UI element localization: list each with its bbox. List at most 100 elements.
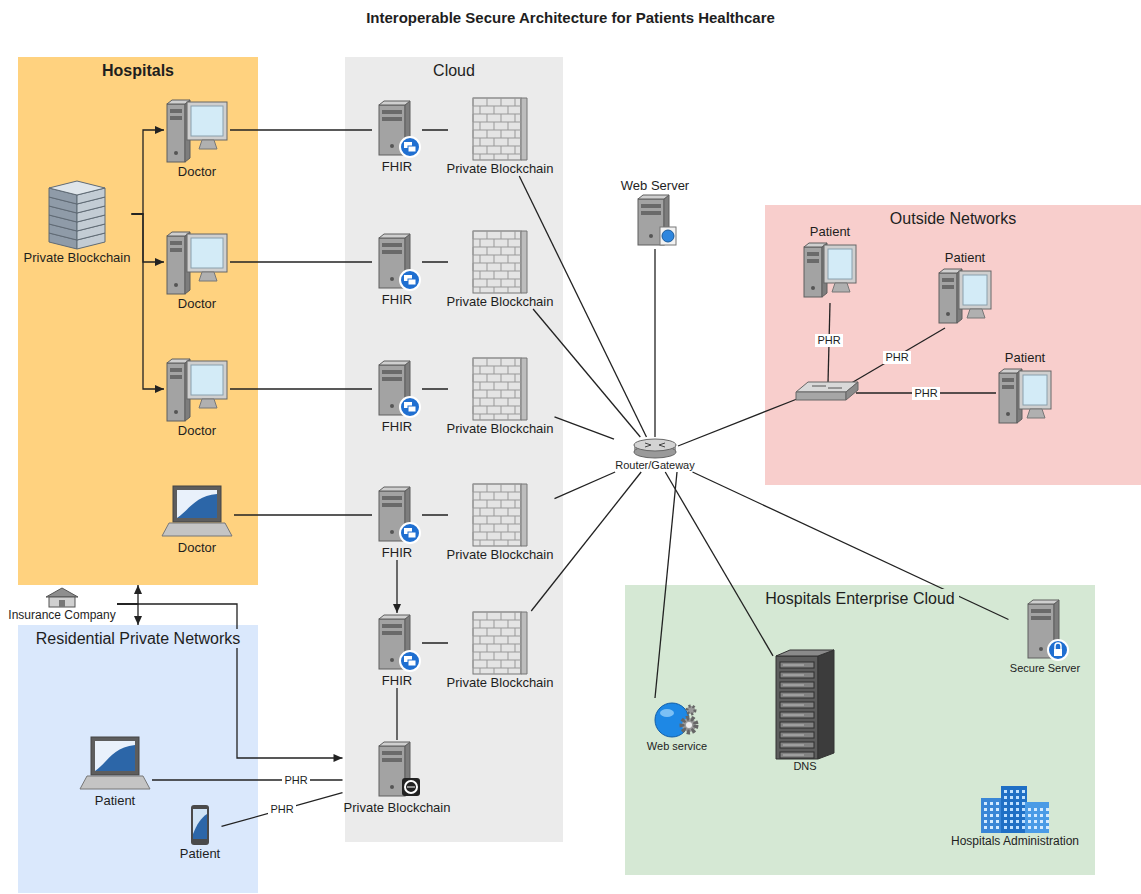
heading-row: Cloud <box>345 61 563 80</box>
heading-row: Residential Private Networks <box>18 629 258 648</box>
node-label: Web service <box>646 740 709 753</box>
connector-line <box>422 261 448 262</box>
device-node: Patient <box>801 224 859 299</box>
edge-label: PHR <box>282 774 309 787</box>
server-icon <box>373 99 421 159</box>
firewall-icon <box>472 611 528 675</box>
device-node: FHIR <box>372 232 422 307</box>
server-icon <box>373 613 421 673</box>
device-node: Patient <box>996 350 1054 425</box>
connector <box>533 309 640 437</box>
node-label: DNS <box>773 760 837 773</box>
connector-line <box>132 214 165 389</box>
desktop-icon <box>802 239 858 299</box>
connector <box>117 604 142 625</box>
device-node: Doctor <box>164 355 230 438</box>
node-label: Patient <box>936 250 994 265</box>
connector-line <box>693 472 1009 619</box>
node-label: FHIR <box>372 545 422 560</box>
device-node: Patient <box>179 804 222 861</box>
link-label: PHR <box>883 351 910 364</box>
region-band: HospitalsPrivate BlockchainDoctorDoctorD… <box>18 57 258 585</box>
device-node: Doctor <box>164 96 230 179</box>
desktop-icon <box>165 228 229 296</box>
arrow-head <box>134 585 142 594</box>
connector-line <box>396 688 397 740</box>
device-node: Router/Gateway <box>614 437 696 472</box>
device-node: FHIR <box>372 613 422 688</box>
connector-line <box>132 214 165 262</box>
firewall-icon <box>472 357 528 421</box>
connector-line <box>152 779 343 780</box>
node-label: Private Blockchain <box>343 800 452 815</box>
connector <box>393 560 401 613</box>
connector <box>234 515 372 516</box>
office-icon <box>979 784 1051 834</box>
arrow-head <box>134 616 142 625</box>
connector <box>519 176 646 437</box>
connector-line <box>665 472 773 656</box>
region-heading: Hospitals <box>98 61 178 80</box>
switch-line <box>848 328 945 385</box>
region-heading: Hospitals Enterprise Cloud <box>761 589 958 608</box>
firewall-icon <box>472 483 528 547</box>
arrow-head <box>155 385 164 393</box>
rack-icon <box>774 648 836 760</box>
connector <box>222 793 343 827</box>
device-node: Private Blockchain <box>343 740 452 815</box>
connector <box>397 688 398 740</box>
connector <box>555 472 616 499</box>
region-band: Hospitals Enterprise CloudWeb serviceDNS… <box>625 585 1095 875</box>
node-label: Doctor <box>164 164 230 179</box>
connector-line <box>422 129 448 130</box>
phone-icon <box>189 804 211 846</box>
device-node: DNS <box>773 648 837 773</box>
arrow-head <box>334 754 343 762</box>
device-node: Private Blockchain <box>23 178 132 265</box>
node-label: Private Blockchain <box>446 294 555 309</box>
node-label: Private Blockchain <box>446 421 555 436</box>
device-node: Insurance Company <box>7 586 117 622</box>
node-label: Insurance Company <box>7 608 117 622</box>
connector-line <box>234 514 372 515</box>
node-label: FHIR <box>372 159 422 174</box>
device-node: FHIR <box>372 359 422 434</box>
connector <box>132 214 165 393</box>
device-node: Private Blockchain <box>446 483 555 562</box>
device-node: Private Blockchain <box>446 611 555 690</box>
region-heading: Cloud <box>429 61 479 80</box>
connector-line <box>230 388 372 389</box>
connector-line <box>519 176 646 437</box>
connector-line <box>422 642 448 643</box>
node-label: Patient <box>801 224 859 239</box>
connector <box>132 214 165 266</box>
region-heading: Residential Private Networks <box>32 629 245 648</box>
connector-line <box>230 129 372 130</box>
node-label: Patient <box>78 793 152 808</box>
server-icon <box>373 232 421 292</box>
connector-line <box>422 514 448 515</box>
connector-line <box>555 417 615 439</box>
connector <box>655 472 677 698</box>
connector <box>132 126 165 214</box>
node-label: FHIR <box>372 292 422 307</box>
connector-line <box>533 309 640 437</box>
node-label: Doctor <box>164 423 230 438</box>
connector-line <box>222 793 343 827</box>
device-node: Doctor <box>164 228 230 311</box>
connector <box>693 472 1009 619</box>
node-label: Router/Gateway <box>614 459 696 472</box>
device-node: Private Blockchain <box>446 97 555 176</box>
globe-icon <box>654 698 700 740</box>
connector-line <box>531 472 641 611</box>
webserver-icon <box>632 193 678 249</box>
connector-line <box>654 249 655 437</box>
node-label: Secure Server <box>1009 662 1082 675</box>
laptop-icon <box>161 484 233 540</box>
router-icon <box>633 437 677 459</box>
connector <box>422 262 448 263</box>
secure-icon <box>1022 598 1068 662</box>
desktop-icon <box>937 265 993 325</box>
desktop-icon <box>165 355 229 423</box>
